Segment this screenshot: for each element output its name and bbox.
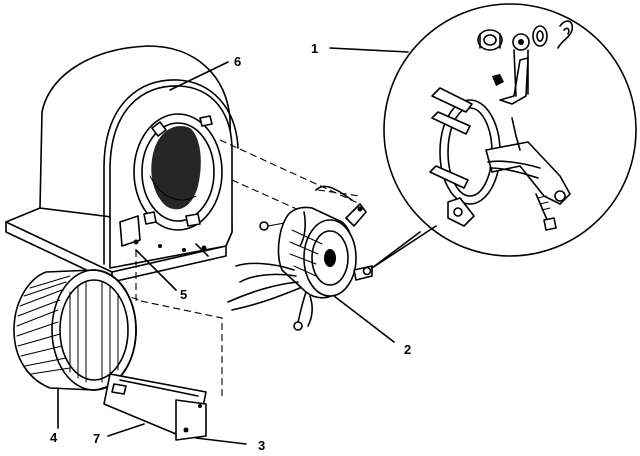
- motor-mount-detail-inset: [371, 3, 637, 269]
- callout-3: 3: [258, 438, 265, 453]
- cutoff-plate: [103, 373, 207, 441]
- callout-7: 7: [93, 431, 100, 446]
- callout-labels: 1 2 3 4 5 6 7: [50, 41, 411, 453]
- blower-housing: [5, 45, 239, 283]
- blower-motor: [227, 185, 373, 331]
- callout-4: 4: [50, 430, 58, 445]
- callout-5: 5: [180, 287, 187, 302]
- blower-wheel: [13, 269, 137, 391]
- callout-2: 2: [404, 342, 411, 357]
- leader-lines: [57, 47, 409, 445]
- callout-6: 6: [234, 54, 241, 69]
- callout-1: 1: [311, 41, 318, 56]
